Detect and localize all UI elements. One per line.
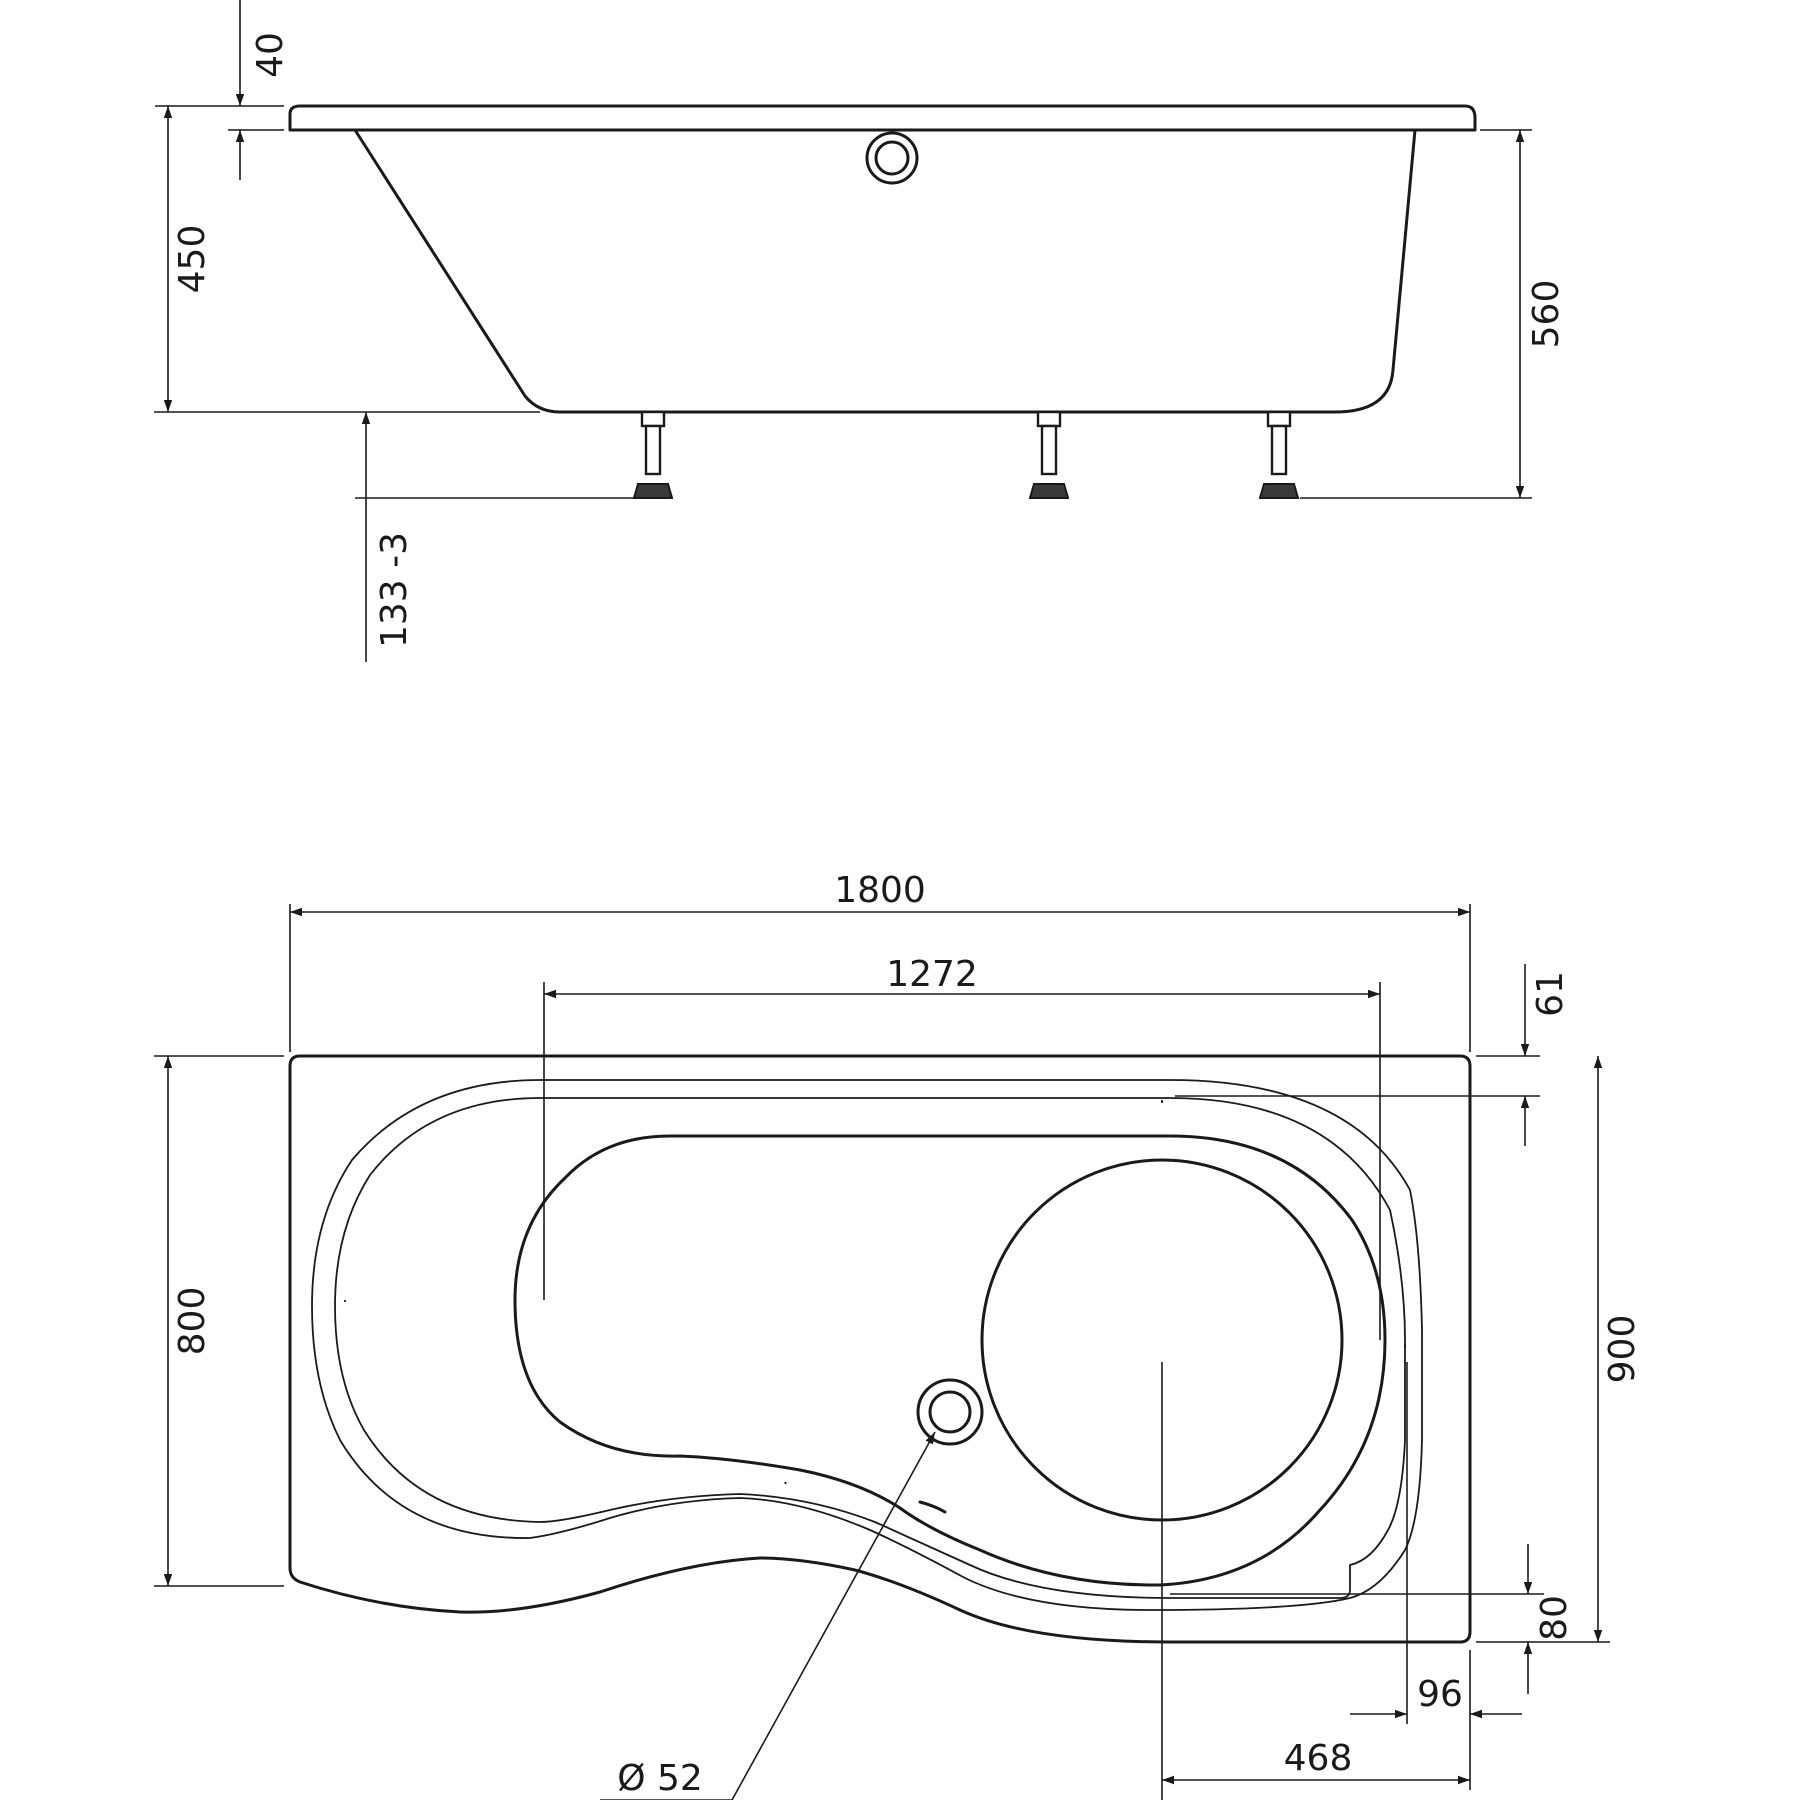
side-view-rim <box>288 104 1477 132</box>
dim-inner-length-label: 1272 <box>886 954 978 995</box>
dim-offset-top: 61 <box>1175 964 1571 1146</box>
top-view: 1800 1272 61 800 900 <box>154 870 1643 1800</box>
dim-total-height-label: 560 <box>1526 280 1567 349</box>
tick-mark <box>784 1481 787 1485</box>
dim-leg-label: 133 -3 <box>374 532 415 648</box>
side-view-body <box>353 128 1417 414</box>
dim-total-height: 560 <box>1300 129 1567 499</box>
dim-offset-right-label: 96 <box>1417 1674 1463 1715</box>
top-view-inner-rim-2 <box>334 1097 1406 1599</box>
dim-drain-diameter-label: Ø 52 <box>617 1758 703 1799</box>
top-view-outer-rim <box>288 1054 1472 1644</box>
side-view: 40 450 560 133 -3 <box>154 0 1567 662</box>
dim-inner-length: 1272 <box>543 954 1381 1340</box>
side-view-overflow <box>865 131 919 185</box>
dim-leg: 133 -3 <box>355 412 635 662</box>
dim-drain-diameter: Ø 52 <box>600 1431 936 1800</box>
dim-width-wide: 900 <box>1476 1056 1643 1643</box>
side-view-leg-right <box>1258 410 1300 499</box>
dim-offset-top-label: 61 <box>1530 971 1571 1017</box>
dim-width-narrow-label: 800 <box>172 1287 213 1356</box>
dim-length-label: 1800 <box>834 870 926 911</box>
side-view-leg-middle <box>1028 410 1070 499</box>
top-view-basin <box>513 1134 1387 1587</box>
side-view-leg-left <box>632 410 674 499</box>
top-view-inner-rim <box>311 1079 1423 1611</box>
dim-depth-label: 450 <box>172 225 213 294</box>
dim-width-narrow: 800 <box>154 1055 284 1587</box>
dim-depth: 450 <box>154 106 540 413</box>
dim-offset-bottom: 80 <box>1170 1544 1575 1694</box>
drain-mark <box>918 1500 947 1514</box>
dim-drain-to-edge: 468 <box>1161 1362 1470 1800</box>
dim-width-wide-label: 900 <box>1602 1315 1643 1384</box>
dim-rim-label: 40 <box>250 32 291 78</box>
top-view-drain <box>916 1378 984 1446</box>
dim-offset-bottom-label: 80 <box>1534 1595 1575 1641</box>
side-view-overflow-inner <box>874 140 910 176</box>
dim-rim: 40 <box>155 0 291 180</box>
dim-offset-right: 96 <box>1350 1362 1522 1790</box>
top-view-drain-inner <box>928 1390 972 1434</box>
dim-length: 1800 <box>289 870 1471 1052</box>
dim-drain-to-edge-label: 468 <box>1284 1738 1353 1779</box>
